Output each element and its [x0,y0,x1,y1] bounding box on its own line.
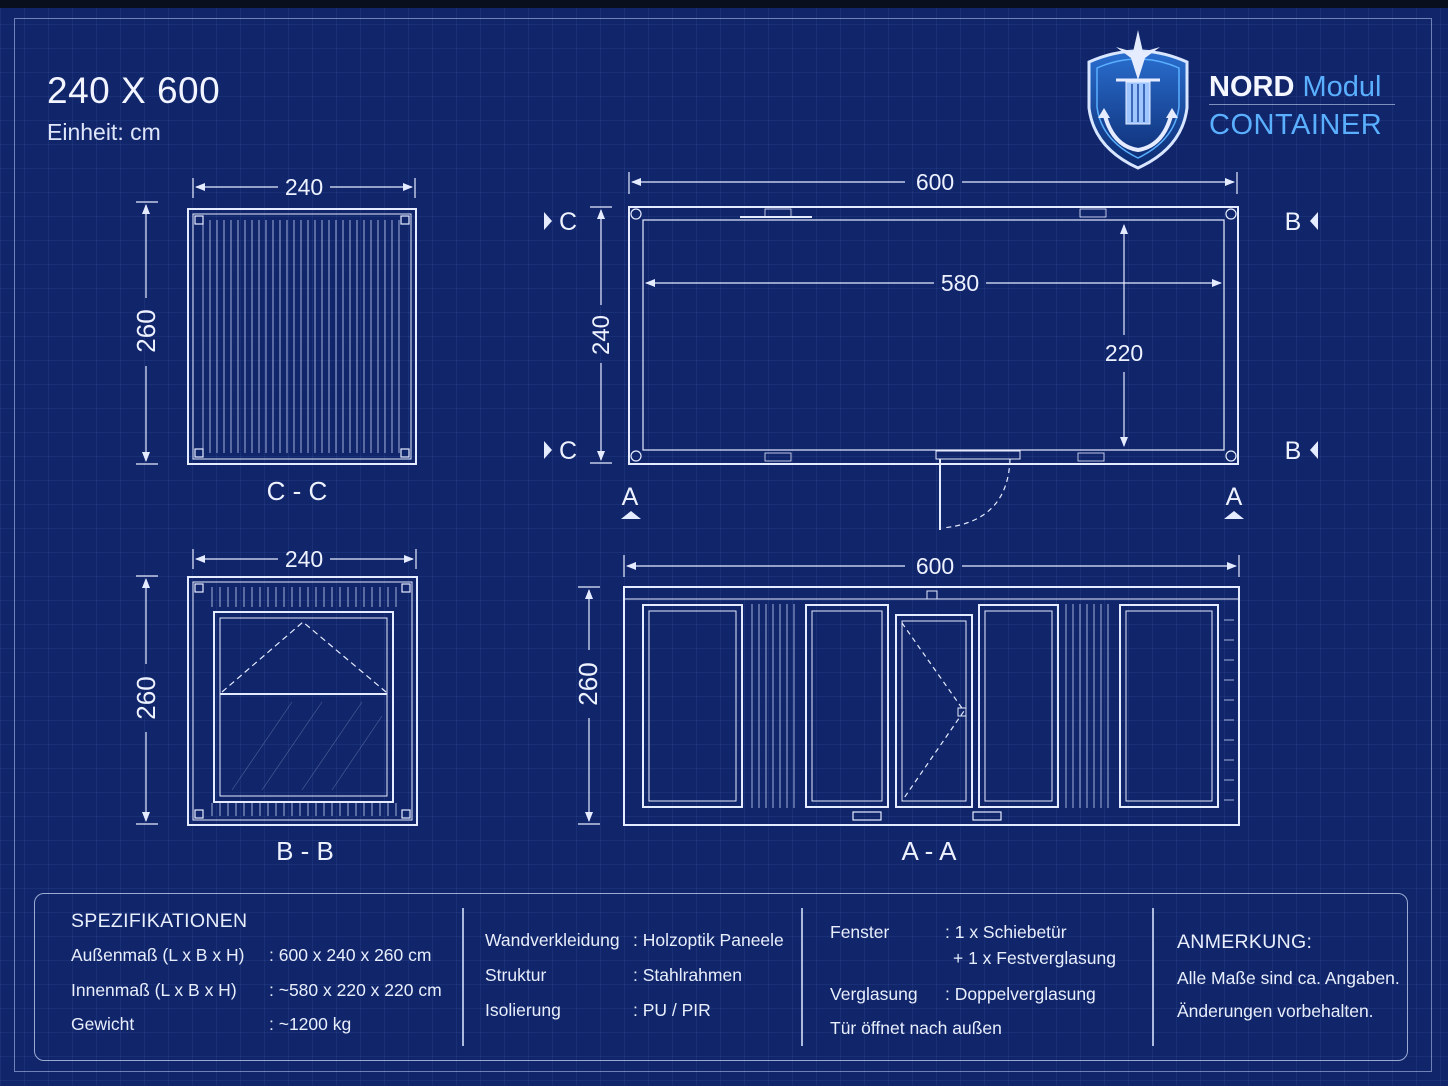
note-line-1: Alle Maße sind ca. Angaben. [1177,968,1400,988]
unit-label: Einheit: cm [47,119,161,145]
marker-a-left: A [622,483,639,511]
cc-view-label: C - C [267,476,328,506]
spec-heading: SPEZIFIKATIONEN [71,910,248,932]
plan-inner-length-dim: 580 [941,270,979,296]
spec-divider-1 [462,908,464,1046]
spec-inner-value: : ~580 x 220 x 220 cm [269,980,442,1000]
view-bb [136,549,418,826]
spec-inner-label: Innenmaß (L x B x H) [71,980,237,1000]
aa-view-label: A - A [902,836,958,866]
brand-word-nord: NORD [1209,71,1295,103]
plan-length-dim: 600 [916,169,954,195]
view-aa [578,555,1240,826]
plan-inner-width-dim: 220 [1105,340,1143,366]
marker-c-bottom: C [559,437,577,465]
brand-divider [1209,104,1395,105]
note-heading: ANMERKUNG: [1177,931,1313,953]
spec-weight-value: : ~1200 kg [269,1014,352,1034]
marker-c-top: C [559,208,577,236]
spec-insulation-label: Isolierung [485,1000,561,1020]
section-marker-icons [544,212,1318,519]
spec-window-value-1: : 1 x Schiebetür [945,922,1067,942]
brand-word-container: CONTAINER [1209,109,1383,141]
plan-width-dim: 240 [588,315,615,355]
bb-height-dim: 260 [131,676,161,719]
spec-insulation-value: : PU / PIR [633,1000,711,1020]
view-cc [136,178,417,465]
marker-a-right: A [1226,483,1243,511]
spec-window-label: Fenster [830,922,890,942]
cc-width-dim: 240 [285,174,323,200]
spec-cladding-value: : Holzoptik Paneele [633,930,784,950]
aa-height-dim: 260 [573,662,603,705]
spec-structure-label: Struktur [485,965,547,985]
drawing-title: 240 X 600 [47,70,221,111]
spec-divider-2 [801,908,803,1046]
anchor-shield-logo-icon [1087,30,1189,170]
spec-cladding-label: Wandverkleidung [485,930,620,950]
spec-window-value-2: + 1 x Festverglasung [953,948,1116,968]
bb-view-label: B - B [276,836,334,866]
plan-view [590,172,1239,530]
specifications-panel [34,893,1408,1061]
spec-divider-3 [1152,908,1154,1046]
cc-height-dim: 260 [131,309,161,352]
spec-weight-label: Gewicht [71,1014,135,1034]
spec-door-note: Tür öffnet nach außen [830,1018,1002,1038]
drawing-frame [14,18,1432,1072]
brand-name: NORD Modul [1209,71,1381,104]
marker-b-top: B [1285,208,1302,236]
note-line-2: Änderungen vorbehalten. [1177,1001,1374,1021]
brand-word-modul: Modul [1302,71,1382,103]
marker-b-bottom: B [1285,437,1302,465]
spec-outer-label: Außenmaß (L x B x H) [71,945,245,965]
spec-structure-value: : Stahlrahmen [633,965,742,985]
spec-glazing-label: Verglasung [830,984,918,1004]
aa-length-dim: 600 [916,553,954,579]
bb-width-dim: 240 [285,546,323,572]
top-bar [0,0,1448,8]
spec-glazing-value: : Doppelverglasung [945,984,1096,1004]
spec-outer-value: : 600 x 240 x 260 cm [269,945,432,965]
